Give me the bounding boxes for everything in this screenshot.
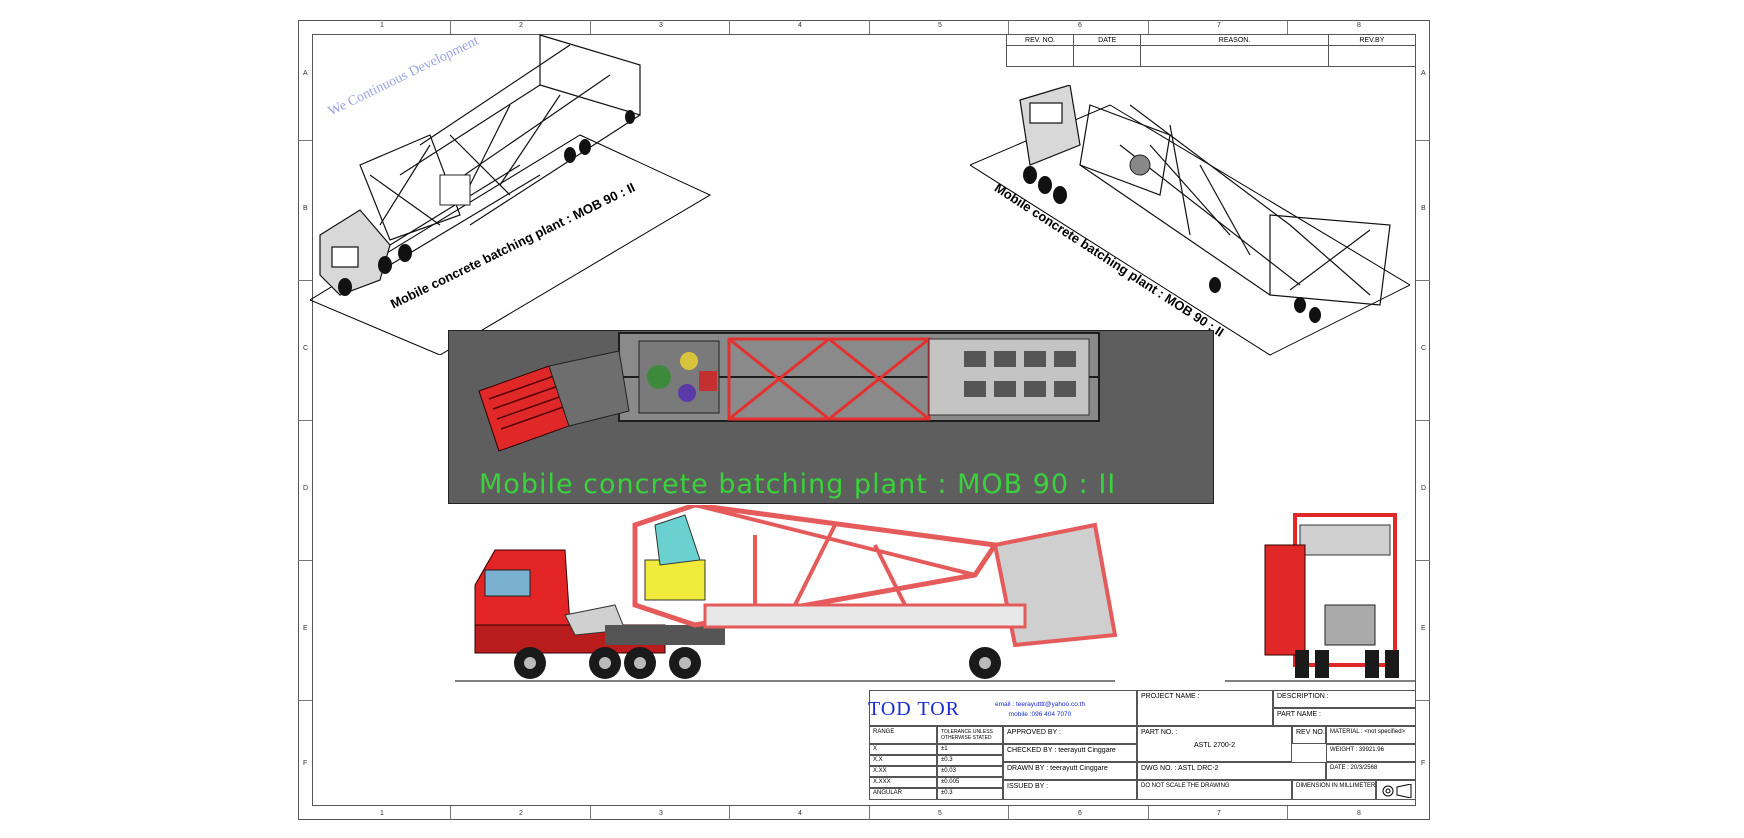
zone-row-e-right: E (1421, 625, 1426, 632)
zone-row-a-right: A (1421, 70, 1426, 77)
zone-col-2-bottom: 2 (519, 810, 523, 817)
rev-by-header: REV.BY (1327, 34, 1417, 46)
zone-col-7: 7 (1217, 22, 1221, 29)
zone-row-e: E (303, 625, 308, 632)
part-name-field: PART NAME : (1273, 708, 1416, 726)
plan-view-caption: Mobile concrete batching plant : MOB 90 … (479, 469, 1117, 500)
zone-row-b-right: B (1421, 205, 1426, 212)
company-logo-text: TOD TOR (868, 698, 961, 720)
title-block-brand-cell (869, 690, 1137, 726)
zone-col-6: 6 (1078, 22, 1082, 29)
rev-no-field: REV NO. : (1292, 726, 1326, 744)
isometric-view-right (970, 85, 1410, 356)
zone-col-8: 8 (1357, 22, 1361, 29)
no-scale-note: DO NOT SCALE THE DRAWING (1137, 780, 1292, 800)
rev-date-header: DATE (1073, 34, 1142, 46)
third-angle-projection-icon (1382, 784, 1412, 798)
zone-col-1: 1 (380, 22, 384, 29)
tolerance-value-1: ±1 (937, 744, 1003, 755)
drawn-by-field: DRAWN BY : teerayutt Cinggare (1003, 762, 1137, 780)
dwg-no-field: DWG NO. : ASTL DRC-2 (1137, 762, 1326, 780)
zone-col-3-bottom: 3 (659, 810, 663, 817)
contact-mobile: mobile :096 404 7070 (1008, 711, 1072, 718)
zone-row-d-right: D (1421, 485, 1427, 492)
zone-col-7-bottom: 7 (1217, 810, 1221, 817)
part-no-label: PART NO. : (1141, 729, 1178, 736)
dimension-units-note: DIMENSION IN MILLIMETERS (1292, 780, 1376, 800)
part-no-cell: PART NO. : ASTL 2700-2 (1137, 726, 1292, 762)
tolerance-value-header: TOLERANCE UNLESS OTHERWISE STATED (937, 726, 1003, 744)
end-elevation-view (1225, 513, 1415, 682)
contact-info: email : teerayutttt@yahoo.co.th mobile :… (995, 700, 1085, 720)
zone-col-3: 3 (659, 22, 663, 29)
zone-col-4-bottom: 4 (798, 810, 802, 817)
zone-row-c-right: C (1421, 345, 1427, 352)
drawing-frame-border (312, 34, 1416, 806)
plan-view-panel: Mobile concrete batching plant : MOB 90 … (448, 330, 1214, 504)
zone-row-a: A (303, 70, 308, 77)
zone-col-5: 5 (938, 22, 942, 29)
tolerance-range-5: ANGULAR (869, 788, 937, 800)
tolerance-range-2: X.X (869, 755, 937, 766)
revision-table: REV. NO. DATE REASON. REV.BY (1005, 34, 1417, 67)
material-field: MATERIAL : <not specified> (1326, 726, 1416, 744)
tolerance-value-2: ±0.3 (937, 755, 1003, 766)
tolerance-range-header: RANGE (869, 726, 937, 744)
zone-col-8-bottom: 8 (1357, 810, 1361, 817)
checked-by-field: CHECKED BY : teerayutt Cinggare (1003, 744, 1137, 762)
rev-reason-header: REASON. (1140, 34, 1329, 46)
zone-col-4: 4 (798, 22, 802, 29)
approved-by-field: APPROVED BY : (1003, 726, 1137, 744)
tolerance-range-1: X (869, 744, 937, 755)
zone-row-c: C (303, 345, 309, 352)
issued-by-field: ISSUED BY : (1003, 780, 1137, 800)
zone-row-b: B (303, 205, 308, 212)
tolerance-range-4: X.XXX (869, 777, 937, 788)
part-no-value: ASTL 2700-2 (1194, 742, 1235, 749)
zone-col-2: 2 (519, 22, 523, 29)
tolerance-value-5: ±0.3 (937, 788, 1003, 800)
description-field: DESCRIPTION : (1273, 690, 1416, 708)
zone-col-1-bottom: 1 (380, 810, 384, 817)
rev-no-header: REV. NO. (1005, 34, 1075, 46)
tolerance-range-3: X.XX (869, 766, 937, 777)
contact-email: email : teerayutttt@yahoo.co.th (995, 701, 1086, 708)
isometric-view-left (310, 34, 712, 355)
project-name-field: PROJECT NAME : (1137, 690, 1273, 726)
zone-row-f: F (303, 760, 308, 767)
side-elevation-view (455, 505, 1118, 682)
zone-row-d: D (303, 485, 309, 492)
zone-row-f-right: F (1421, 760, 1426, 767)
tolerance-value-3: ±0.03 (937, 766, 1003, 777)
weight-field: WEIGHT : 39921.96 (1326, 744, 1416, 762)
date-field: DATE : 20/3/2568 (1326, 762, 1416, 780)
zone-col-6-bottom: 6 (1078, 810, 1082, 817)
projection-symbol-cell (1376, 780, 1416, 800)
tolerance-value-4: ±0.005 (937, 777, 1003, 788)
zone-col-5-bottom: 5 (938, 810, 942, 817)
